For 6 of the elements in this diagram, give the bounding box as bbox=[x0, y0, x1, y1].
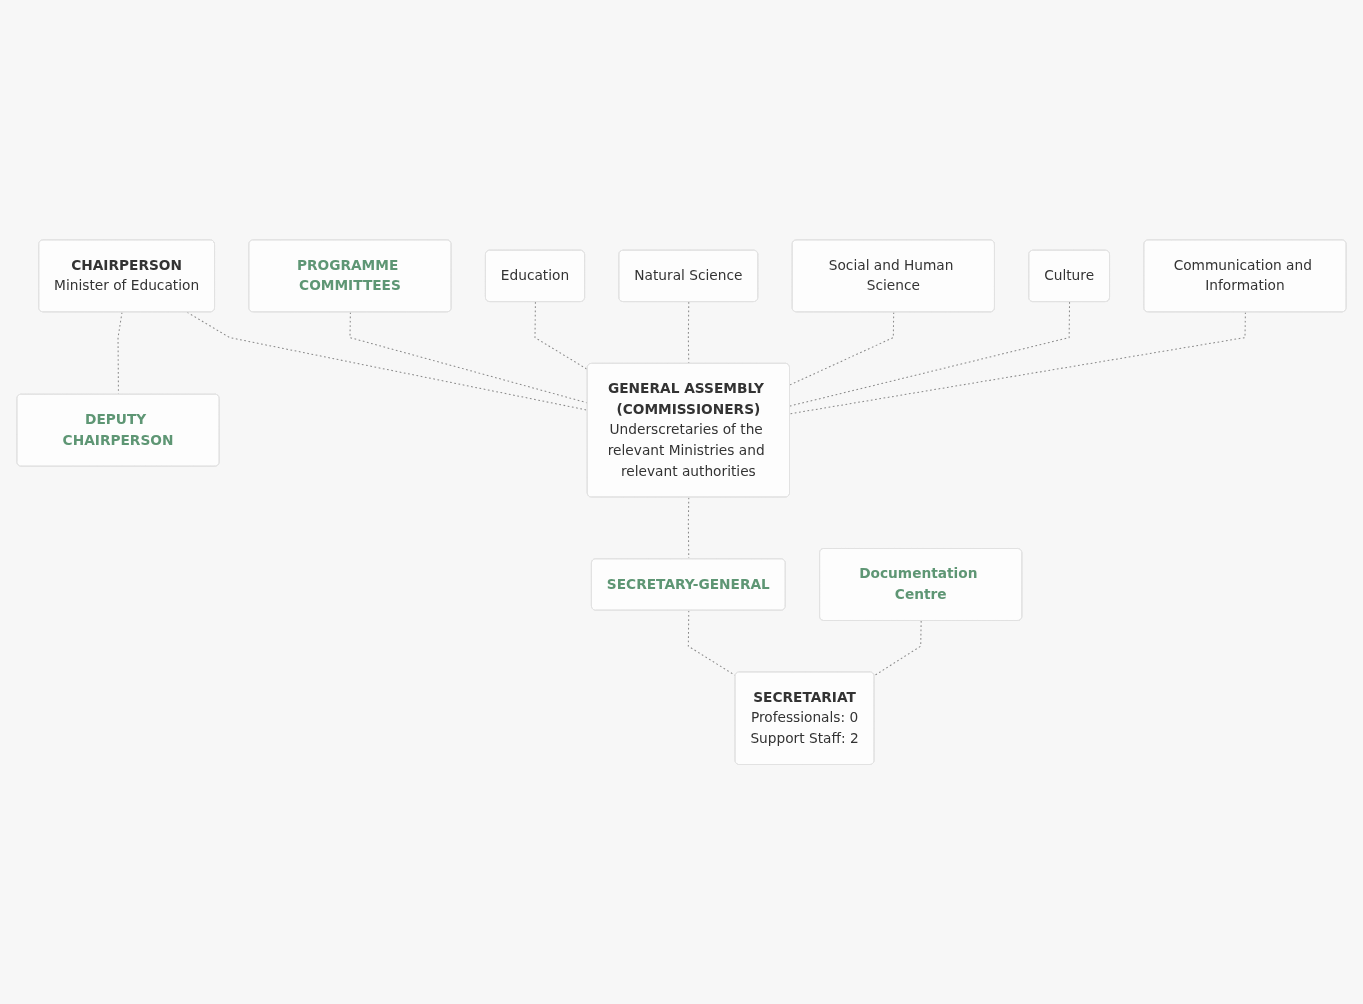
connector bbox=[789, 311, 895, 386]
connector bbox=[349, 311, 589, 404]
connector bbox=[789, 311, 1246, 415]
connector bbox=[789, 301, 1071, 407]
connector bbox=[186, 311, 589, 411]
connector bbox=[534, 301, 589, 370]
